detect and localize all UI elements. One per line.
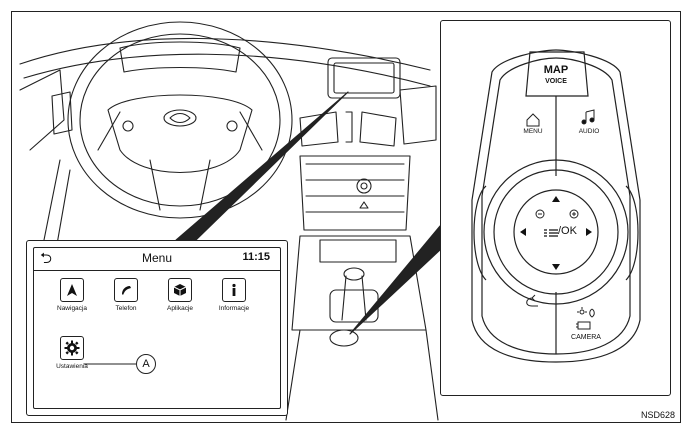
display-screen-inner: ⮌ Menu 11:15 Nawigacja Telefon Aplikacje [33, 247, 281, 409]
callout-a: A [136, 354, 156, 374]
info-icon [222, 278, 246, 302]
ok-label: /OK [558, 225, 577, 237]
home-icon [526, 113, 540, 127]
screen-clock: 11:15 [242, 251, 270, 263]
audio-label: AUDIO [578, 128, 600, 135]
app-label: Nawigacja [57, 305, 87, 312]
screen-title: Menu [141, 251, 173, 265]
back-arrow-icon[interactable]: ⮌ [40, 250, 53, 267]
figure-code: NSD628 [640, 410, 675, 420]
app-phone[interactable]: Telefon [96, 278, 156, 312]
map-label: MAP [543, 64, 569, 76]
app-navigation[interactable]: Nawigacja [42, 278, 102, 312]
phone-icon [114, 278, 138, 302]
settings-gear-icon [60, 336, 84, 360]
app-information[interactable]: Informacje [204, 278, 264, 312]
app-label: Aplikacje [166, 305, 193, 312]
display-screen: ⮌ Menu 11:15 Nawigacja Telefon Aplikacje [26, 240, 288, 416]
app-label: Informacje [218, 305, 250, 312]
app-applications[interactable]: Aplikacje [150, 278, 210, 312]
applications-cube-icon [168, 278, 192, 302]
screen-header: ⮌ Menu 11:15 [34, 248, 280, 271]
app-label: Ustawienia [56, 363, 88, 370]
menu-label: MENU [523, 128, 543, 135]
app-label: Telefon [115, 305, 137, 312]
camera-label: CAMERA [571, 334, 601, 341]
navigation-arrow-icon [60, 278, 84, 302]
app-settings[interactable]: Ustawienia [42, 336, 102, 370]
voice-label: VOICE [545, 78, 567, 85]
